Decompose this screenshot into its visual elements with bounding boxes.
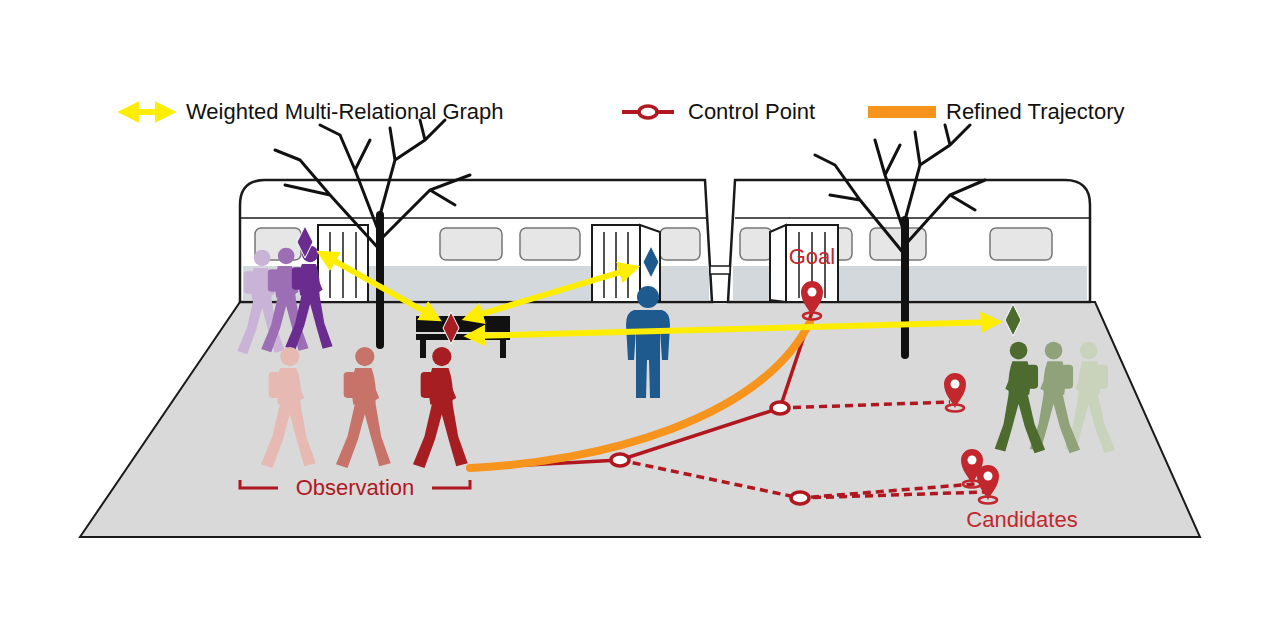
legend-swatch [868,106,936,118]
candidates-label: Candidates [966,508,1077,532]
standing-person [626,286,670,398]
pedestrian-group [237,246,332,355]
pedestrian-group [995,342,1115,453]
agent-diamonds [297,226,1021,344]
legend-label: Weighted Multi-Relational Graph [186,100,504,124]
candidate-paths [470,312,985,498]
legend-label: Refined Trajectory [946,100,1125,124]
location-pins [801,281,999,504]
observation-label: Observation [296,476,415,500]
goal-label: Goal [789,245,835,269]
legend-label: Control Point [688,100,815,124]
pedestrian-group [261,347,468,468]
refined-trajectory [470,322,810,468]
relation-arrows [322,254,996,336]
control-points [611,402,809,504]
train [240,180,1090,302]
